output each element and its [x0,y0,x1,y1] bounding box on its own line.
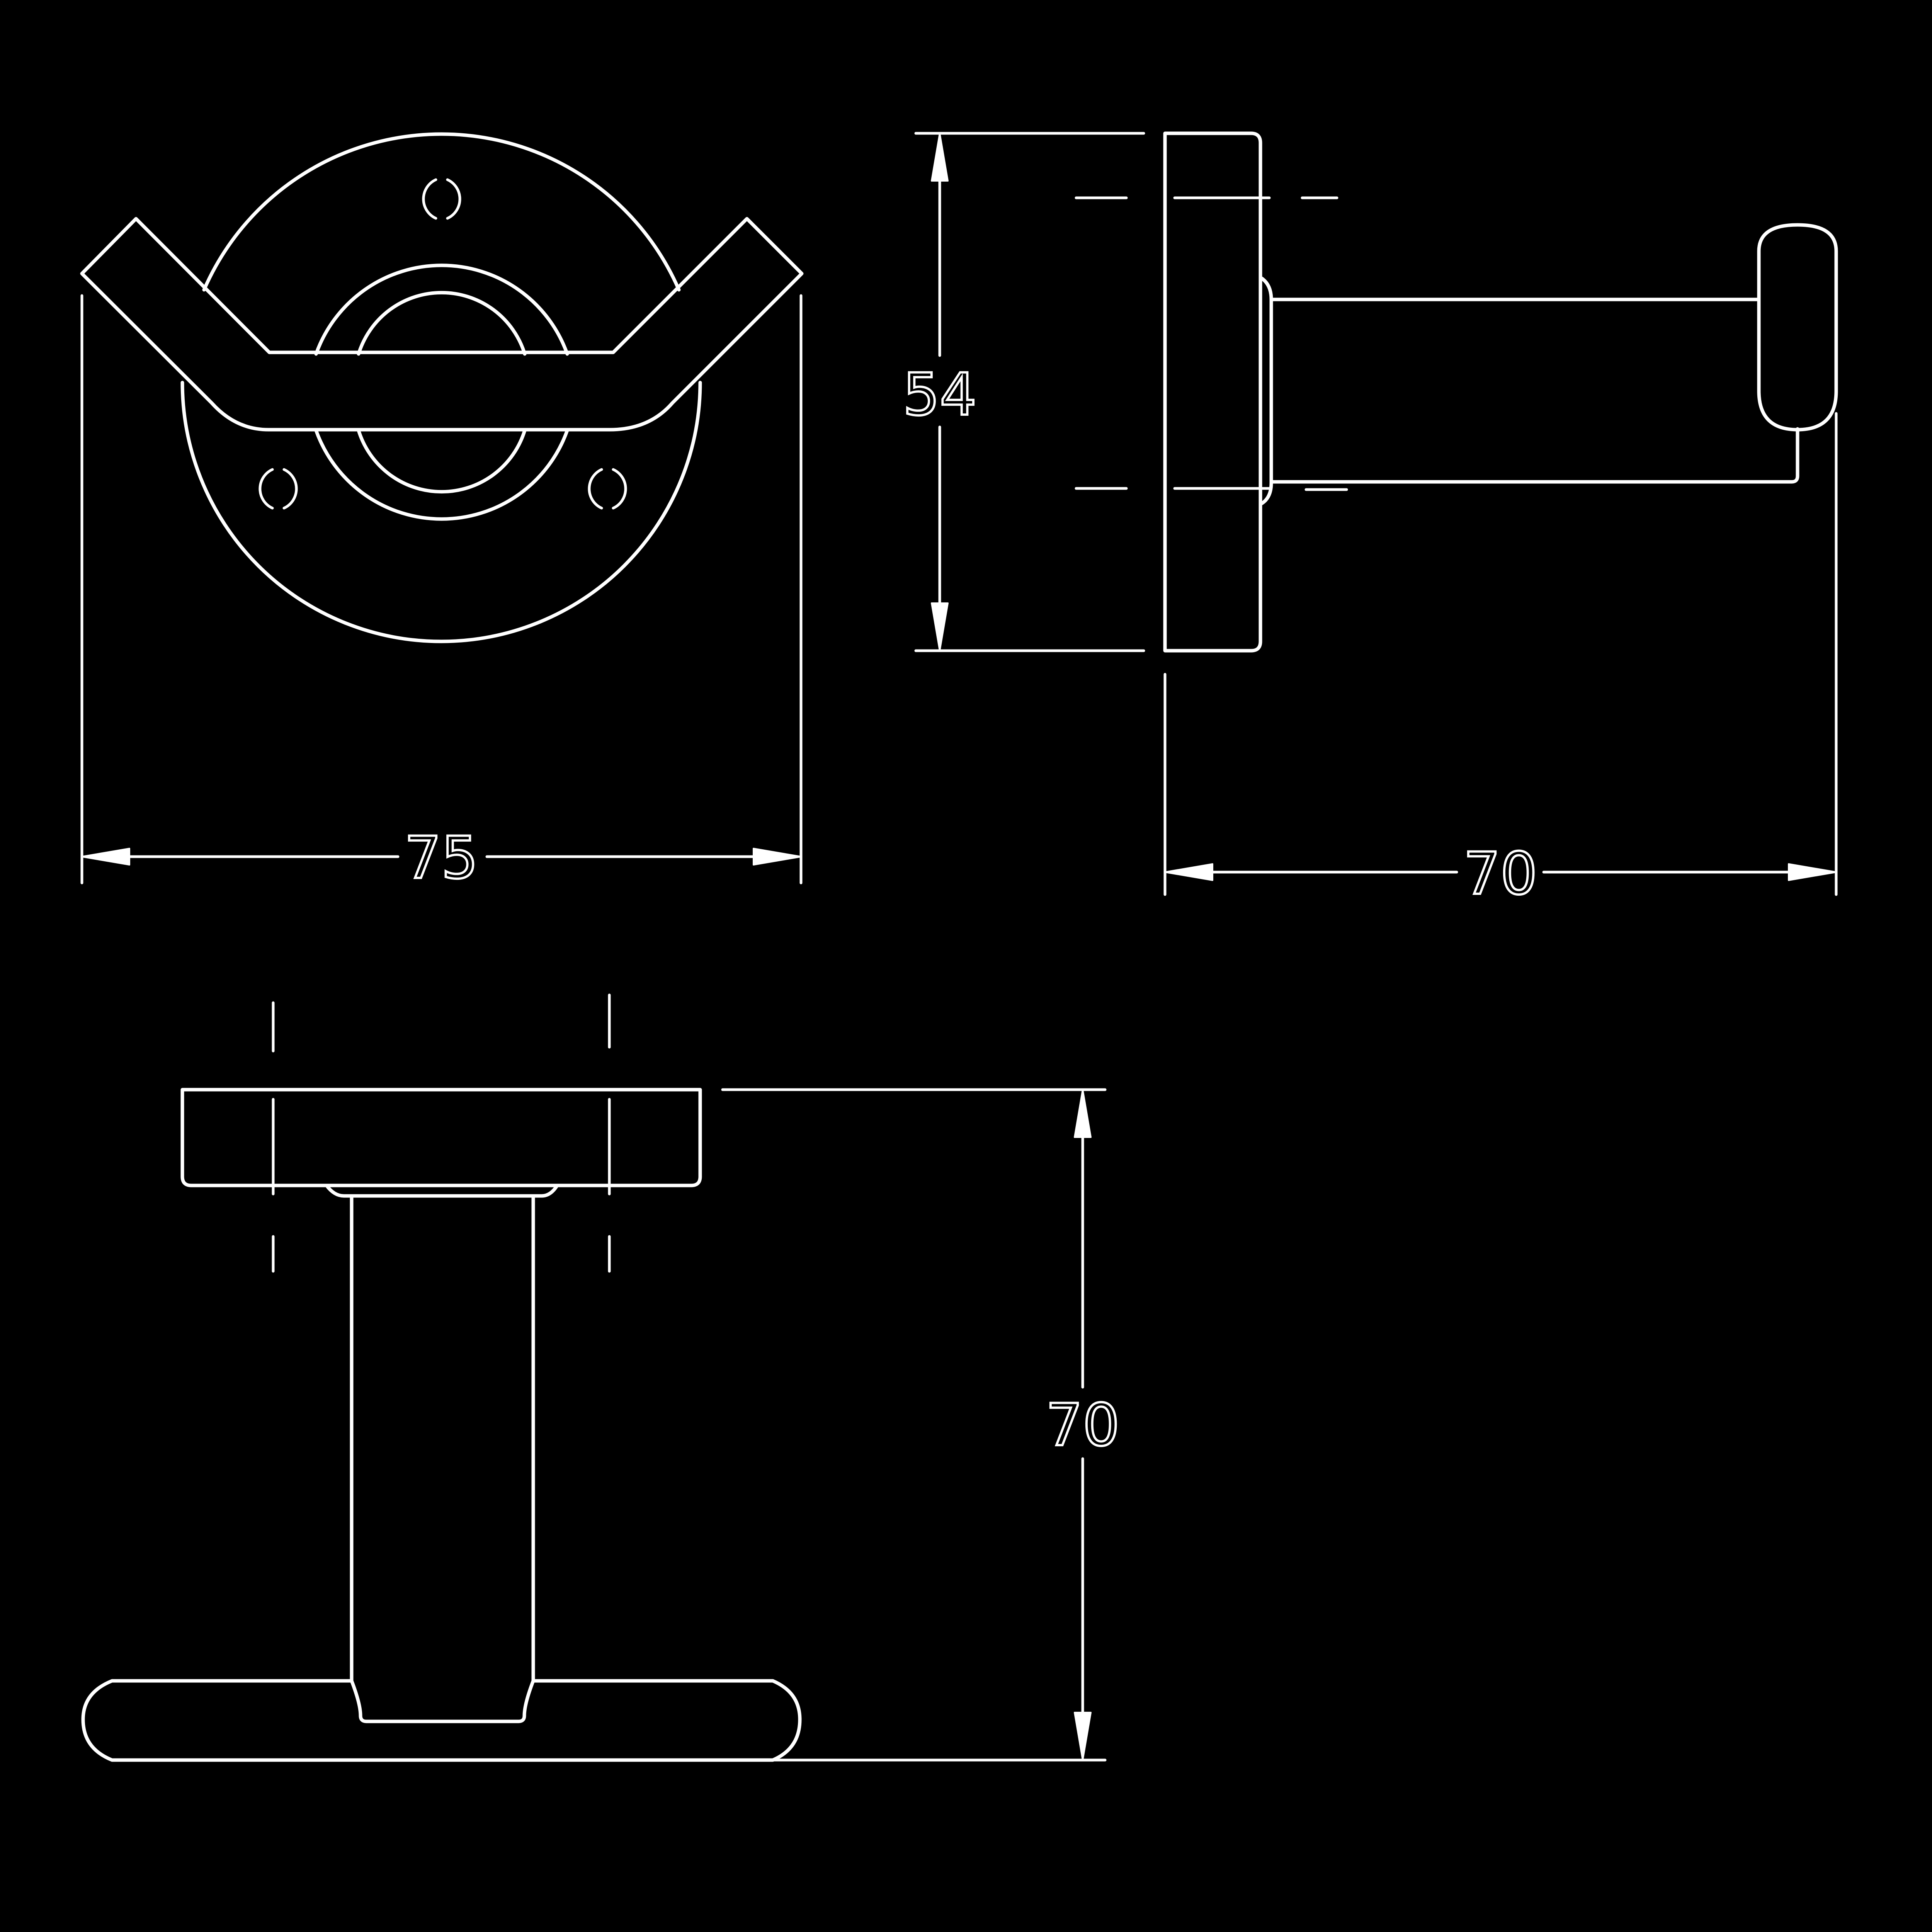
top-view: 70 [81,993,1121,1762]
side-depth-dimension-label: 70 [1464,840,1537,908]
collar-inner-upper [357,291,527,356]
front-view: 75 [80,132,804,893]
top-depth-dimension-label: 70 [1046,1392,1120,1459]
screw-hole-top [422,178,461,220]
screw-hole-left [259,468,298,510]
side-view: 54 70 [902,131,1838,909]
collar-inner-lower [357,429,527,494]
side-hook-end [1757,223,1838,432]
rosette-plate-outline-lower [180,381,702,643]
top-hook-end [81,1679,802,1762]
side-wall-plate [1163,131,1262,653]
collar-outer-lower [314,429,569,521]
screw-hole-right [588,468,627,510]
height-dimension-label: 54 [903,361,977,429]
top-wall-plate [180,1088,702,1187]
width-dimension-label: 75 [405,825,478,892]
collar-outer-upper [314,264,569,356]
double-hook-body [80,217,804,432]
rosette-plate-outline [202,132,681,292]
side-collar [1259,276,1273,506]
